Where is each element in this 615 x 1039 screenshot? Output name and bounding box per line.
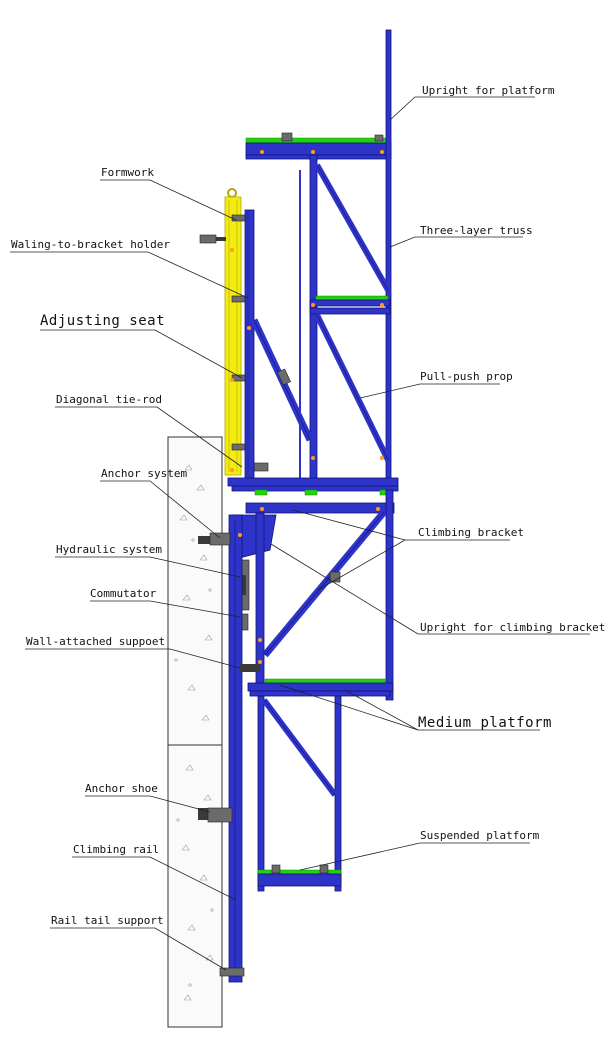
leader-lines	[10, 96, 590, 971]
component-labels: Upright for platform Formwork Three-laye…	[11, 84, 605, 927]
anchor-system	[198, 532, 231, 546]
medium-platform	[247, 678, 394, 697]
label-suspended-platform: Suspended platform	[420, 829, 540, 842]
upper-bottom-beam	[227, 477, 399, 492]
upper-platform	[245, 132, 392, 160]
label-three-layer-truss: Three-layer truss	[420, 224, 533, 237]
rail-tail-support	[219, 967, 245, 977]
label-pull-push-prop: Pull-push prop	[420, 370, 513, 383]
formwork-upright	[244, 209, 255, 479]
label-wall-attached-support: Wall-attached suppoet	[26, 635, 165, 648]
platform-upright-mast	[385, 29, 392, 491]
formwork-panel	[224, 188, 242, 476]
three-layer-truss	[299, 154, 391, 486]
bolt-markers	[230, 150, 384, 664]
concrete-wall	[167, 436, 223, 1028]
label-upright-platform: Upright for platform	[422, 84, 555, 97]
label-diagonal-tie-rod: Diagonal tie-rod	[56, 393, 162, 406]
label-formwork: Formwork	[101, 166, 154, 179]
wall-attached-support	[240, 664, 260, 672]
label-hydraulic-system: Hydraulic system	[56, 543, 162, 556]
label-adjusting-seat: Adjusting seat	[40, 313, 165, 329]
suspended-platform	[257, 695, 342, 892]
label-anchor-system: Anchor system	[101, 467, 187, 480]
label-medium-platform: Medium platform	[418, 715, 552, 731]
label-commutator: Commutator	[90, 587, 157, 600]
label-anchor-shoe: Anchor shoe	[85, 782, 158, 795]
label-upright-climbing-bracket: Upright for climbing bracket	[420, 621, 605, 634]
climbing-bracket	[231, 489, 395, 701]
climbing-rail	[228, 514, 243, 983]
label-rail-tail-support: Rail tail support	[51, 914, 164, 927]
anchor-shoe	[198, 807, 233, 823]
pull-push-prop	[250, 318, 314, 442]
label-climbing-rail: Climbing rail	[73, 843, 159, 856]
label-climbing-bracket: Climbing bracket	[418, 526, 524, 539]
label-waling-holder: Waling-to-bracket holder	[11, 238, 170, 251]
